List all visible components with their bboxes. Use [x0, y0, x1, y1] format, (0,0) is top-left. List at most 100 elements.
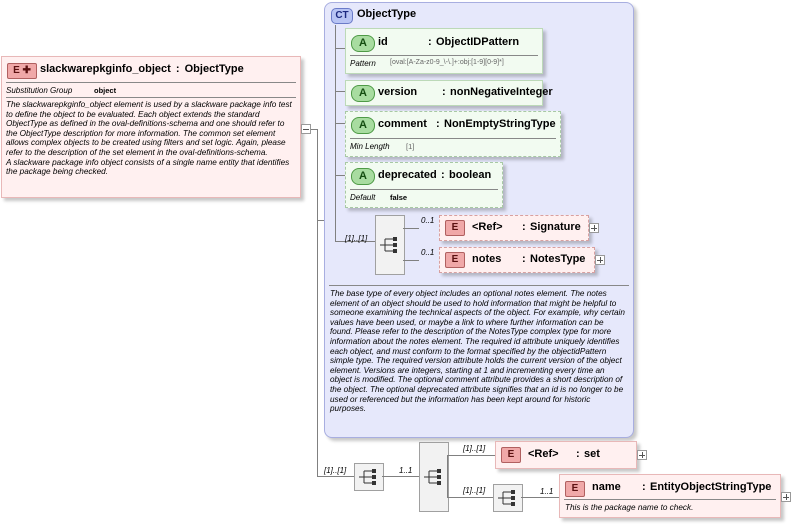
- element-badge: E: [445, 220, 465, 236]
- expand-toggle[interactable]: [781, 492, 791, 502]
- element-name: <Ref>: [528, 448, 559, 460]
- name-element-box[interactable]: E name : EntityObjectStringType This is …: [559, 474, 781, 518]
- element-type: set: [584, 448, 600, 460]
- expand-toggle[interactable]: [589, 223, 599, 233]
- sequence-cardinality: [1]..[1]: [324, 466, 347, 475]
- collapse-toggle[interactable]: [301, 124, 311, 134]
- element-name: notes: [472, 253, 502, 265]
- substitution-group-label: Substitution Group: [6, 86, 73, 95]
- attribute-version-box[interactable]: A version : nonNegativeInteger: [345, 80, 553, 106]
- connector: [317, 220, 318, 476]
- substitution-group-value: object: [94, 86, 117, 95]
- element-separator: :: [642, 481, 646, 493]
- divider: [564, 499, 776, 500]
- connector: [447, 455, 495, 456]
- connector: [335, 48, 345, 49]
- sequence-cardinality: [1]..[1]: [463, 486, 486, 495]
- sequence-compositor[interactable]: [493, 484, 523, 512]
- connector: [317, 220, 324, 221]
- choice-compositor[interactable]: [419, 442, 449, 512]
- attribute-name: deprecated: [378, 169, 437, 181]
- root-element-title: slackwarepkginfo_object : ObjectType: [40, 63, 244, 75]
- element-name: name: [592, 481, 621, 493]
- sequence-cardinality: [1]..[1]: [345, 234, 368, 243]
- attribute-badge: A: [351, 168, 375, 185]
- connector: [335, 123, 345, 124]
- attribute-badge: A: [351, 35, 375, 52]
- element-badge: E ✚: [7, 63, 37, 79]
- attribute-separator: :: [428, 36, 432, 48]
- connector: [382, 476, 419, 477]
- divider: [350, 189, 498, 190]
- attribute-type: nonNegativeInteger: [450, 86, 553, 98]
- expand-toggle[interactable]: [637, 450, 647, 460]
- name-element-documentation: This is the package name to check.: [565, 503, 694, 512]
- element-badge: E: [445, 252, 465, 268]
- attribute-deprecated-box[interactable]: A deprecated : boolean Default false: [345, 162, 503, 208]
- attribute-separator: :: [441, 169, 445, 181]
- element-name: <Ref>: [472, 221, 503, 233]
- choice-icon: [424, 469, 441, 485]
- attribute-name: version: [378, 86, 418, 98]
- element-separator: :: [522, 221, 526, 233]
- child-cardinality: 0..1: [421, 248, 435, 257]
- complex-type-badge: CT: [331, 8, 353, 24]
- pattern-label: Pattern: [350, 59, 376, 68]
- child-cardinality: 0..1: [421, 216, 435, 225]
- sequence-icon: [380, 237, 397, 253]
- divider: [350, 138, 556, 139]
- element-type: Signature: [530, 221, 581, 233]
- connector: [317, 476, 354, 477]
- set-cardinality: [1]..[1]: [463, 444, 486, 453]
- attribute-type: ObjectIDPattern: [436, 36, 520, 48]
- element-separator: :: [522, 253, 526, 265]
- set-element-box[interactable]: E <Ref> : set: [495, 441, 637, 469]
- attribute-type: NonEmptyStringType: [444, 118, 556, 130]
- divider: [6, 82, 296, 83]
- connector: [311, 129, 318, 130]
- attribute-badge: A: [351, 117, 375, 134]
- attribute-comment-box[interactable]: A comment : NonEmptyStringType Min Lengt…: [345, 111, 561, 157]
- complex-type-documentation: The base type of every object includes a…: [330, 289, 625, 414]
- sequence-icon: [498, 490, 515, 506]
- divider: [6, 97, 296, 98]
- attribute-separator: :: [442, 86, 446, 98]
- attribute-separator: :: [436, 118, 440, 130]
- child-notes-box[interactable]: E notes : NotesType: [439, 247, 595, 273]
- complex-type-title: ObjectType: [357, 8, 417, 20]
- attribute-id-box[interactable]: A id : ObjectIDPattern Pattern [oval:[A-…: [345, 28, 543, 74]
- connector: [335, 175, 345, 176]
- element-type: EntityObjectStringType: [650, 481, 772, 493]
- sequence-compositor[interactable]: [375, 215, 405, 275]
- connector: [335, 25, 336, 241]
- attribute-badge: A: [351, 85, 375, 102]
- element-type: NotesType: [530, 253, 586, 265]
- element-badge-icon: ✚: [22, 65, 31, 76]
- min-length-value: [1]: [406, 142, 415, 151]
- attribute-type: boolean: [449, 169, 492, 181]
- default-label: Default: [350, 193, 376, 202]
- attribute-name: comment: [378, 118, 427, 130]
- divider: [350, 55, 538, 56]
- child-signature-box[interactable]: E <Ref> : Signature: [439, 215, 589, 241]
- pattern-value: [oval:[A-Za-z0-9_\-\.]+:obj:[1-9][0-9]*]: [390, 59, 504, 66]
- sequence-compositor[interactable]: [354, 463, 384, 491]
- complex-type-container: CT ObjectType A id : ObjectIDPattern Pat…: [324, 2, 634, 438]
- expand-toggle[interactable]: [595, 255, 605, 265]
- sequence-icon: [359, 469, 376, 485]
- connector: [447, 497, 493, 498]
- element-badge: E: [565, 481, 585, 497]
- min-length-label: Min Length: [350, 142, 390, 151]
- connector: [403, 260, 419, 261]
- connector: [521, 497, 559, 498]
- root-element-documentation: The slackwarepkginfo_object element is u…: [6, 100, 292, 177]
- choice-cardinality: 1..1: [399, 466, 413, 475]
- element-separator: :: [576, 448, 580, 460]
- root-element-box[interactable]: E ✚ slackwarepkginfo_object : ObjectType…: [1, 56, 301, 198]
- divider: [329, 285, 629, 286]
- connector: [403, 228, 419, 229]
- connector: [317, 129, 318, 220]
- element-badge: E: [501, 447, 521, 463]
- attribute-name: id: [378, 36, 388, 48]
- name-cardinality: 1..1: [540, 487, 554, 496]
